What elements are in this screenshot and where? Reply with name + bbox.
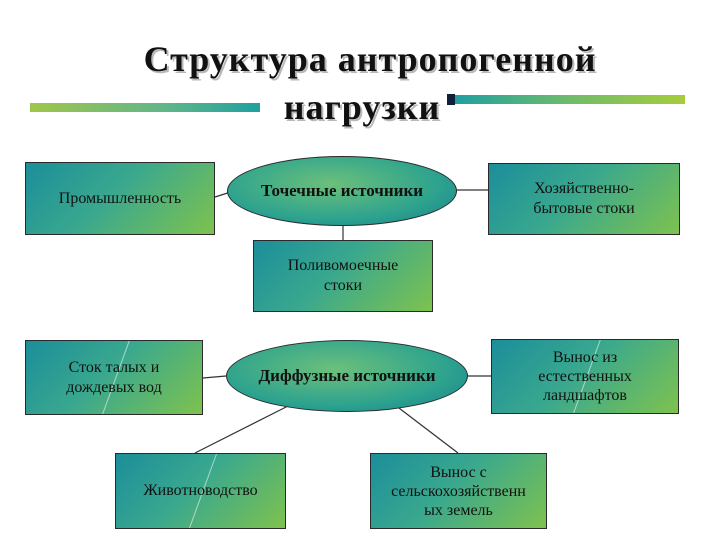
node-point-sources: Точечные источники [227,156,457,226]
node-livestock: Животноводство [115,453,286,529]
node-agricultural: Вынос с сельскохозяйственн ых земель [370,453,547,529]
node-melt-rain: Сток талых и дождевых вод [25,340,203,415]
node-household: Хозяйственно- бытовые стоки [488,163,680,235]
title-decor-bar-right [447,94,685,105]
node-natural-landscapes: Вынос из естественных ландшафтов [491,339,679,414]
node-industry-label: Промышленность [58,189,182,207]
node-irrigation-label: Поливомоечные стоки [287,257,399,294]
node-industry: Промышленность [25,162,215,235]
link-diffuse-livestock [194,404,291,454]
node-natural-landscapes-label: Вынос из естественных ландшафтов [538,349,632,404]
title-decor-bar-left [30,103,260,112]
link-diffuse-agri [394,404,459,454]
node-point-sources-label: Точечные источники [260,181,424,200]
node-household-label: Хозяйственно- бытовые стоки [533,180,635,217]
node-melt-rain-label: Сток талых и дождевых вод [66,358,162,396]
slide-title-line2: нагрузки [283,87,441,127]
slide-title-line1: Структура антропогенной [143,39,597,79]
node-diffuse-sources-label: Диффузные источники [258,366,436,385]
node-irrigation: Поливомоечные стоки [253,240,433,312]
node-agricultural-label: Вынос с сельскохозяйственн ых земель [391,463,526,519]
node-diffuse-sources: Диффузные источники [226,340,468,412]
node-livestock-label: Животноводство [143,482,258,499]
link-melt-diffuse [202,375,227,379]
